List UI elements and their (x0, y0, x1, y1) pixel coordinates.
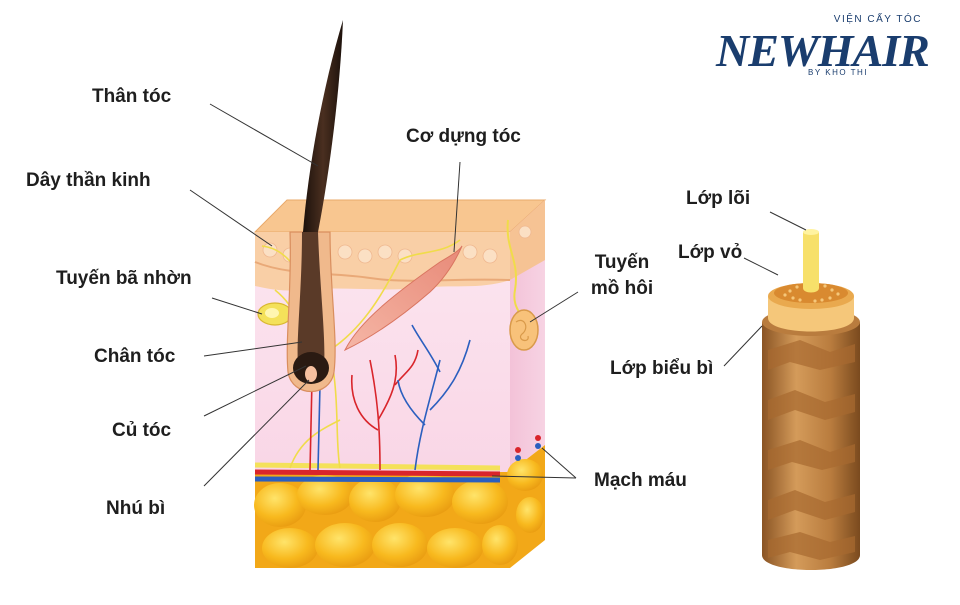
sebaceous-gland (257, 302, 293, 326)
label-cu-toc: Củ tóc (112, 420, 172, 441)
label-lop-bieu-bi: Lớp biểu bì (610, 358, 714, 379)
sweat-gland (506, 219, 539, 351)
hair-cylinder (762, 229, 860, 570)
label-mach-mau: Mạch máu (594, 470, 687, 491)
vein-branches (317, 324, 471, 471)
logo-top-text: VIỆN CẤY TÓC (833, 14, 922, 25)
leader-lines (189, 103, 807, 487)
artery-branches (309, 349, 419, 471)
arrector-pili-muscle (343, 245, 463, 352)
label-than-toc: Thân tóc (92, 86, 172, 107)
label-chan-toc: Chân tóc (94, 346, 176, 367)
label-nhu-bi: Nhú bì (106, 498, 166, 519)
vessel-bands (254, 435, 541, 483)
hair-follicle (286, 231, 336, 393)
label-co-dung-toc: Cơ dựng tóc (406, 126, 521, 147)
label-lop-vo: Lớp vỏ (678, 242, 743, 263)
cuticle-scales (768, 340, 855, 560)
logo-main-text: NEWHAIR (716, 25, 930, 76)
label-lop-loi: Lớp lõi (686, 188, 751, 209)
hair-shaft (303, 20, 343, 232)
label-tuyen-mo-hoi: Tuyến mồ hôi (590, 252, 654, 299)
epidermis-cells (262, 225, 532, 264)
newhair-logo: VIỆN CẤY TÓC NEWHAIR BY KHO THI (712, 8, 952, 84)
label-day-than-kinh: Dây thần kinh (26, 170, 151, 191)
logo-bottom-text: BY KHO THI (808, 68, 869, 77)
label-tuyen-ba-nhon: Tuyến bã nhờn (56, 268, 192, 289)
